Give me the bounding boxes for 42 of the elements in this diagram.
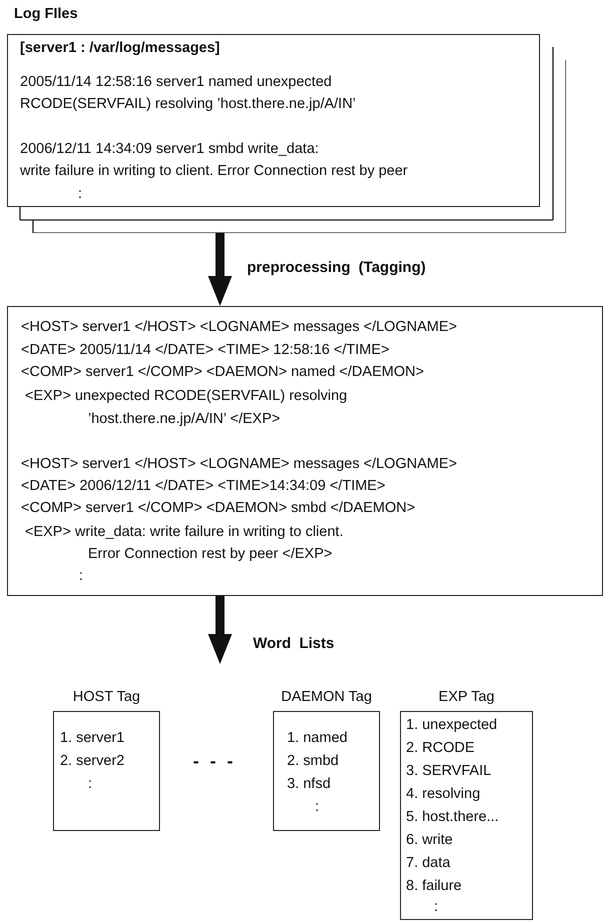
list-item: 2. smbd: [287, 752, 339, 770]
tagged-line: <HOST> server1 </HOST> <LOGNAME> messages </LOGNAME>: [21, 318, 457, 336]
list-item: 8. failure: [406, 877, 462, 895]
list-item: 3. SERVFAIL: [406, 762, 492, 780]
tagged-line: ’host.there.ne.jp/A/IN’ </EXP>: [88, 410, 280, 428]
list-item: 7. data: [406, 854, 450, 872]
continuation-mark: :: [434, 898, 438, 916]
list-item: 2. RCODE: [406, 739, 474, 757]
list-item: 6. write: [406, 831, 453, 849]
list-item: 1. server1: [60, 729, 124, 747]
list-item: 1. unexpected: [406, 716, 498, 734]
tagged-line: <DATE> 2006/12/11 </DATE> <TIME>14:34:09 </TIME>: [21, 477, 386, 495]
list-item: 4. resolving: [406, 785, 480, 803]
log-line: write failure in writing to client. Error Connection rest by peer: [20, 162, 408, 180]
tagged-line: <EXP> unexpected RCODE(SERVFAIL) resolving: [25, 387, 348, 405]
log-line: 2005/11/14 12:58:16 server1 named unexpected: [20, 73, 332, 91]
ellipsis-dashes: - - -: [193, 752, 233, 770]
tagged-line: <HOST> server1 </HOST> <LOGNAME> messages </LOGNAME>: [21, 455, 457, 473]
edge-label: preprocessing (Tagging): [247, 259, 426, 277]
log-line: RCODE(SERVFAIL) resolving ’host.there.ne.jp/A/IN’: [20, 95, 356, 113]
continuation-mark: :: [315, 798, 320, 816]
block-arrow: [208, 596, 232, 664]
list-item: 2. server2: [60, 752, 124, 770]
block-arrow: [208, 233, 232, 306]
section-heading: Log FIles: [14, 5, 78, 23]
list-heading: HOST Tag: [72, 688, 142, 706]
list-heading: EXP Tag: [438, 688, 496, 706]
tagged-line: Error Connection rest by peer </EXP>: [88, 545, 332, 563]
continuation-mark: :: [78, 185, 82, 203]
continuation-mark: :: [88, 775, 92, 793]
list-item: 1. named: [287, 729, 348, 747]
tagged-text-box: [7, 306, 603, 596]
tagged-line: <DATE> 2005/11/14 </DATE> <TIME> 12:58:16 </TIME>: [21, 341, 390, 359]
list-item: 3. nfsd: [287, 775, 331, 793]
list-item: 5. host.there...: [406, 808, 499, 826]
log-file-header: [server1 : /var/log/messages]: [20, 39, 220, 57]
log-line: 2006/12/11 14:34:09 server1 smbd write_data:: [20, 140, 319, 158]
tagged-line: <COMP> server1 </COMP> <DAEMON> named </DAEMON>: [21, 363, 424, 381]
tagged-line: <COMP> server1 </COMP> <DAEMON> smbd </DAEMON>: [21, 499, 416, 517]
tagged-line: <EXP> write_data: write failure in writing to client.: [25, 523, 344, 541]
list-heading: DAEMON Tag: [280, 688, 373, 706]
continuation-mark: :: [79, 567, 84, 585]
